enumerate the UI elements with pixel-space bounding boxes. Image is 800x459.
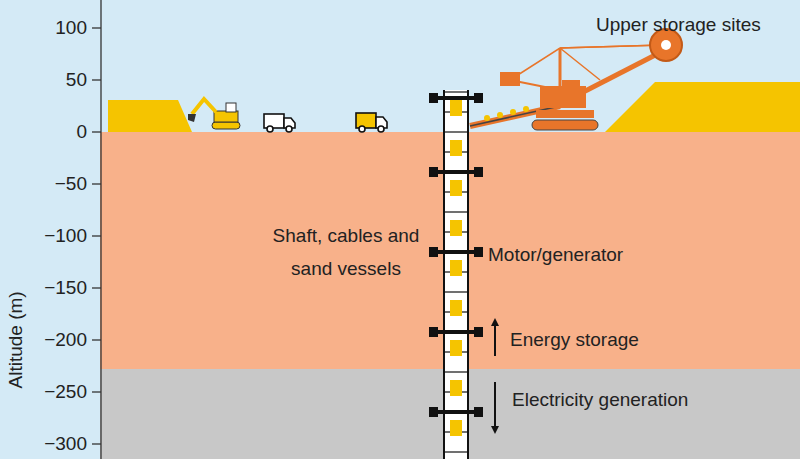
axis-title: Altitude (m): [5, 291, 27, 388]
truck: [264, 114, 295, 132]
tick-mark: [92, 27, 101, 28]
tick-mark: [92, 79, 101, 80]
down-arrow: [494, 382, 496, 430]
motor-generator: [436, 410, 476, 414]
shaft-rung: [444, 451, 468, 452]
excavator: [188, 99, 240, 129]
shaft: [429, 90, 483, 459]
shaft-rung: [444, 371, 468, 372]
tick-label: −300: [44, 433, 87, 455]
motor-generator: [429, 247, 438, 257]
shaft-rung: [444, 131, 468, 132]
truck: [356, 113, 387, 132]
motor-generator: [429, 327, 438, 337]
motor-generator: [474, 247, 483, 257]
motor-generator: [436, 330, 476, 334]
motor-generator: [436, 250, 476, 254]
motor-generator: [436, 170, 476, 174]
tick-label: −250: [44, 381, 87, 403]
tick-label: 100: [55, 17, 87, 39]
sand-vessel: [450, 380, 462, 396]
axis-line: [100, 0, 101, 459]
part-label: Shaft, cables and sand vessels: [269, 219, 423, 285]
motor-generator: [474, 407, 483, 417]
motor-generator: [429, 93, 438, 103]
tick-label: 50: [66, 69, 87, 91]
sand-vessel: [450, 340, 462, 356]
tick-mark: [92, 287, 101, 288]
shaft-rung: [444, 211, 468, 212]
motor-generator: [429, 407, 438, 417]
tick-label: −200: [44, 329, 87, 351]
tick-mark: [92, 391, 101, 392]
bucket-wheel-excavator: [470, 29, 682, 130]
sand-vessel: [450, 140, 462, 156]
motor-generator: [474, 167, 483, 177]
sand-vessel: [450, 300, 462, 316]
process-label: Electricity generation: [512, 389, 688, 411]
motor-generator: [429, 167, 438, 177]
tick-label: −150: [44, 277, 87, 299]
shaft-rung: [444, 291, 468, 292]
region-label: Upper storage sites: [596, 14, 761, 36]
sand-pile: [108, 100, 192, 132]
tick-mark: [92, 339, 101, 340]
motor-generator: [474, 93, 483, 103]
tick-mark: [92, 131, 101, 132]
up-arrow: [494, 322, 496, 356]
tick-label: −50: [55, 173, 87, 195]
tick-label: 0: [76, 121, 87, 143]
tick-mark: [92, 183, 101, 184]
sand-vessel: [450, 260, 462, 276]
tick-mark: [92, 235, 101, 236]
sand-pile: [605, 82, 800, 132]
part-label: Motor/generator: [488, 244, 623, 266]
motor-generator: [436, 96, 476, 100]
motor-generator: [474, 327, 483, 337]
sand-vessel: [450, 420, 462, 436]
tick-mark: [92, 443, 101, 444]
sand-vessel: [450, 180, 462, 196]
sand-vessel: [450, 100, 462, 116]
process-label: Energy storage: [510, 329, 639, 351]
tick-label: −100: [44, 225, 87, 247]
axis-ticks: [92, 28, 101, 444]
sand-vessel: [450, 220, 462, 236]
shaft-rung: [444, 91, 468, 92]
sky: [0, 0, 800, 132]
